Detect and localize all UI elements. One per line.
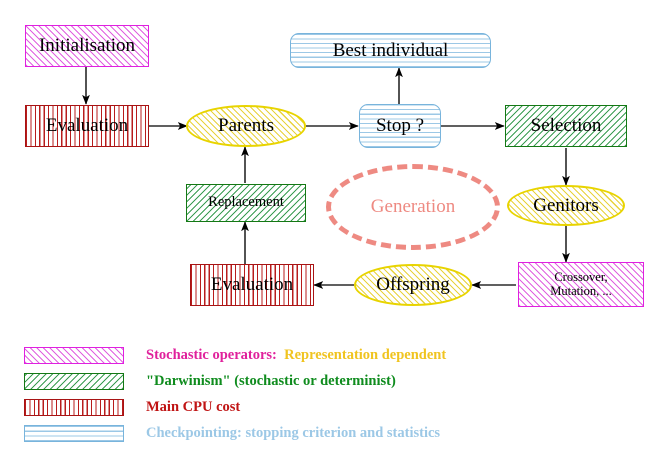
node-replacement[interactable]: Replacement <box>186 184 306 222</box>
legend-row-checkpointing: Checkpointing: stopping criterion and st… <box>24 425 440 442</box>
node-offspring-label: Offspring <box>376 274 450 296</box>
legend-swatch-magenta <box>24 347 124 364</box>
generation-cycle-ellipse: Generation <box>326 164 500 250</box>
legend-swatch-green <box>24 373 124 390</box>
node-parents[interactable]: Parents <box>186 105 306 147</box>
node-evaluation-top[interactable]: Evaluation <box>25 105 149 147</box>
node-genitors-label: Genitors <box>533 194 599 216</box>
legend-swatch-blue <box>24 425 124 442</box>
legend-row-main-cpu-cost: Main CPU cost <box>24 399 240 416</box>
legend-label-main-cpu-cost: Main CPU cost <box>146 399 241 415</box>
node-evaluation-top-label: Evaluation <box>45 115 129 137</box>
node-stop-label: Stop ? <box>375 115 425 137</box>
node-replacement-label: Replacement <box>208 194 284 211</box>
node-selection[interactable]: Selection <box>505 105 627 147</box>
node-initialisation-label: Initialisation <box>38 35 136 57</box>
node-stop[interactable]: Stop ? <box>359 104 441 148</box>
node-genitors[interactable]: Genitors <box>507 185 625 226</box>
legend-row-stochastic-operators: Stochastic operators: Representation dep… <box>24 347 446 364</box>
legend-label-darwinism: "Darwinism" (stochastic or determinist) <box>146 373 396 389</box>
node-evaluation-bottom-label: Evaluation <box>210 274 294 296</box>
legend-text-stochastic-operators: Stochastic operators: Representation dep… <box>146 347 446 364</box>
node-operators-label-line1: Crossover, <box>554 270 608 285</box>
node-initialisation[interactable]: Initialisation <box>25 25 149 67</box>
node-offspring[interactable]: Offspring <box>354 264 472 306</box>
legend-swatch-red <box>24 399 124 416</box>
node-best-individual[interactable]: Best individual <box>290 33 491 68</box>
legend-label-representation-dependent: Representation dependent <box>284 347 447 363</box>
legend-row-darwinism: "Darwinism" (stochastic or determinist) <box>24 373 396 390</box>
node-selection-label: Selection <box>530 115 602 137</box>
node-best-individual-label: Best individual <box>332 39 449 61</box>
node-operators[interactable]: Crossover, Mutation, ... <box>518 262 644 307</box>
node-operators-label-line2: Mutation, ... <box>550 283 612 298</box>
legend-label-stochastic-operators: Stochastic operators: <box>146 347 277 363</box>
generation-label: Generation <box>370 196 456 217</box>
node-parents-label: Parents <box>218 115 274 137</box>
legend-label-checkpointing: Checkpointing: stopping criterion and st… <box>146 425 441 441</box>
